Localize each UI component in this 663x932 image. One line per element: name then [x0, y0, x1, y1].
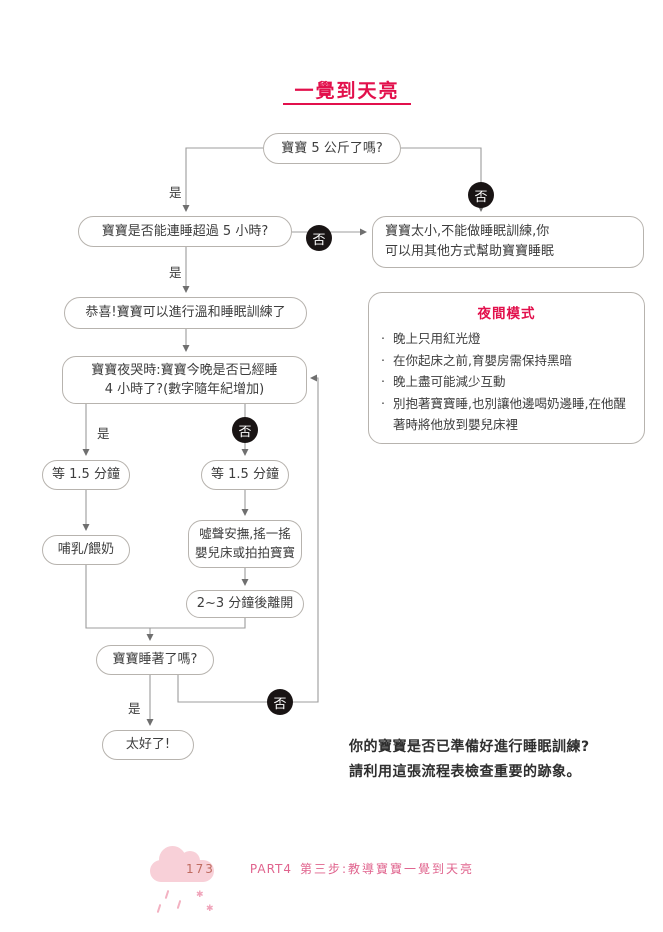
node-q-sleep5h: 寶寶是否能連睡超過 5 小時?	[78, 216, 292, 247]
no-badge-weight: 否	[468, 182, 494, 208]
sparkle-icon: ✱	[206, 904, 214, 914]
footer-chapter-title: 第三步:教導寶寶一覺到天亮	[300, 862, 475, 876]
node-feed: 哺乳/餵奶	[42, 535, 130, 565]
bullet-icon: ‧	[381, 374, 385, 389]
yes-label-asleep: 是	[128, 701, 141, 716]
node-leave: 2~3 分鐘後離開	[186, 590, 304, 618]
yes-label-sleep5h: 是	[169, 265, 182, 280]
node-congrats-label: 恭喜!寶寶可以進行溫和睡眠訓練了	[85, 305, 286, 321]
page-footer: 173 PART4 第三步:教導寶寶一覺到天亮	[186, 860, 474, 877]
node-wait-left-label: 等 1.5 分鐘	[52, 467, 120, 483]
node-leave-label: 2~3 分鐘後離開	[196, 596, 294, 612]
node-wait-right-label: 等 1.5 分鐘	[211, 467, 279, 483]
no-badge-night: 否	[232, 417, 258, 443]
box-night-mode: 夜間模式 ‧ 晚上只用紅光燈 ‧ 在你起床之前,育嬰房需保持黑暗 ‧ 晚上盡可能…	[368, 292, 645, 444]
node-wait-right: 等 1.5 分鐘	[201, 460, 289, 490]
bullet-icon: ‧	[381, 395, 385, 411]
night-mode-item-text: 晚上盡可能減少互動	[393, 374, 506, 389]
node-too-small-line1: 寶寶太小,不能做睡眠訓練,你	[385, 223, 550, 239]
connector-weight-yes	[182, 147, 263, 212]
yes-label-weight: 是	[169, 185, 182, 200]
night-mode-item-text: 晚上只用紅光燈	[393, 331, 481, 346]
node-congrats: 恭喜!寶寶可以進行溫和睡眠訓練了	[64, 297, 307, 329]
yes-label-night: 是	[97, 426, 110, 441]
note-text: 你的寶寶是否已準備好進行睡眠訓練? 請利用這張流程表檢查重要的跡象。	[349, 735, 590, 784]
node-q-weight-label: 寶寶 5 公斤了嗎?	[281, 140, 383, 156]
node-too-small-line2: 可以用其他方式幫助寶寶睡眠	[385, 244, 555, 259]
node-q-night-cry: 寶寶夜哭時:寶寶今晚是否已經睡 4 小時了?(數字隨年紀增加)	[62, 356, 307, 404]
note-line1: 你的寶寶是否已準備好進行睡眠訓練?	[349, 739, 590, 755]
no-badge-asleep: 否	[267, 689, 293, 715]
sparkle-icon: ✱	[196, 890, 204, 900]
night-mode-item-text: 在你起床之前,育嬰房需保持黑暗	[393, 352, 572, 368]
node-great-label: 太好了!	[125, 737, 171, 753]
rain-streak-icon	[156, 903, 162, 914]
node-q-asleep-label: 寶寶睡著了嗎?	[112, 652, 198, 668]
node-q-asleep: 寶寶睡著了嗎?	[96, 645, 214, 675]
night-mode-item: ‧ 別抱著寶寶睡,也別讓他邊喝奶邊睡,在他醒著時將他放到嬰兒床裡	[381, 393, 632, 436]
connector-asleep-no-loop	[177, 374, 319, 703]
bullet-icon: ‧	[381, 352, 385, 368]
node-great: 太好了!	[102, 730, 194, 760]
node-feed-label: 哺乳/餵奶	[57, 542, 115, 558]
night-mode-title: 夜間模式	[477, 306, 536, 322]
footer-part-label: PART4	[249, 862, 293, 876]
cloud-decoration: ✱ ✱	[150, 846, 240, 921]
connector-feed-merge	[85, 565, 154, 641]
no-badge-sleep5h: 否	[306, 225, 332, 251]
node-q-night-line2: 4 小時了?(數字隨年紀增加)	[104, 382, 265, 397]
page-title: 一覺到天亮	[294, 80, 400, 102]
node-soothe-line1: 噓聲安撫,搖一搖	[199, 526, 291, 542]
node-q-night-line1: 寶寶夜哭時:寶寶今晚是否已經睡	[91, 362, 278, 378]
night-mode-item: ‧ 晚上盡可能減少互動	[381, 371, 632, 393]
connector-leave-merge	[150, 618, 246, 629]
night-mode-item-text: 別抱著寶寶睡,也別讓他邊喝奶邊睡,在他醒著時將他放到嬰兒床裡	[393, 395, 626, 433]
night-mode-item: ‧ 晚上只用紅光燈	[381, 328, 632, 350]
node-soothe: 噓聲安撫,搖一搖 嬰兒床或拍拍寶寶	[188, 520, 302, 568]
note-line2: 請利用這張流程表檢查重要的跡象。	[349, 763, 581, 780]
node-q-sleep5h-label: 寶寶是否能連睡超過 5 小時?	[101, 223, 269, 239]
node-wait-left: 等 1.5 分鐘	[42, 460, 130, 490]
node-too-small: 寶寶太小,不能做睡眠訓練,你 可以用其他方式幫助寶寶睡眠	[372, 216, 644, 268]
rain-streak-icon	[164, 889, 170, 900]
title-underline	[283, 103, 411, 105]
cloud-icon	[180, 851, 200, 871]
rain-streak-icon	[176, 899, 182, 910]
node-soothe-line2: 嬰兒床或拍拍寶寶	[194, 545, 295, 560]
bullet-icon: ‧	[381, 331, 385, 346]
night-mode-item: ‧ 在你起床之前,育嬰房需保持黑暗	[381, 350, 632, 372]
page-number: 173	[186, 862, 215, 876]
node-q-weight: 寶寶 5 公斤了嗎?	[263, 133, 401, 164]
